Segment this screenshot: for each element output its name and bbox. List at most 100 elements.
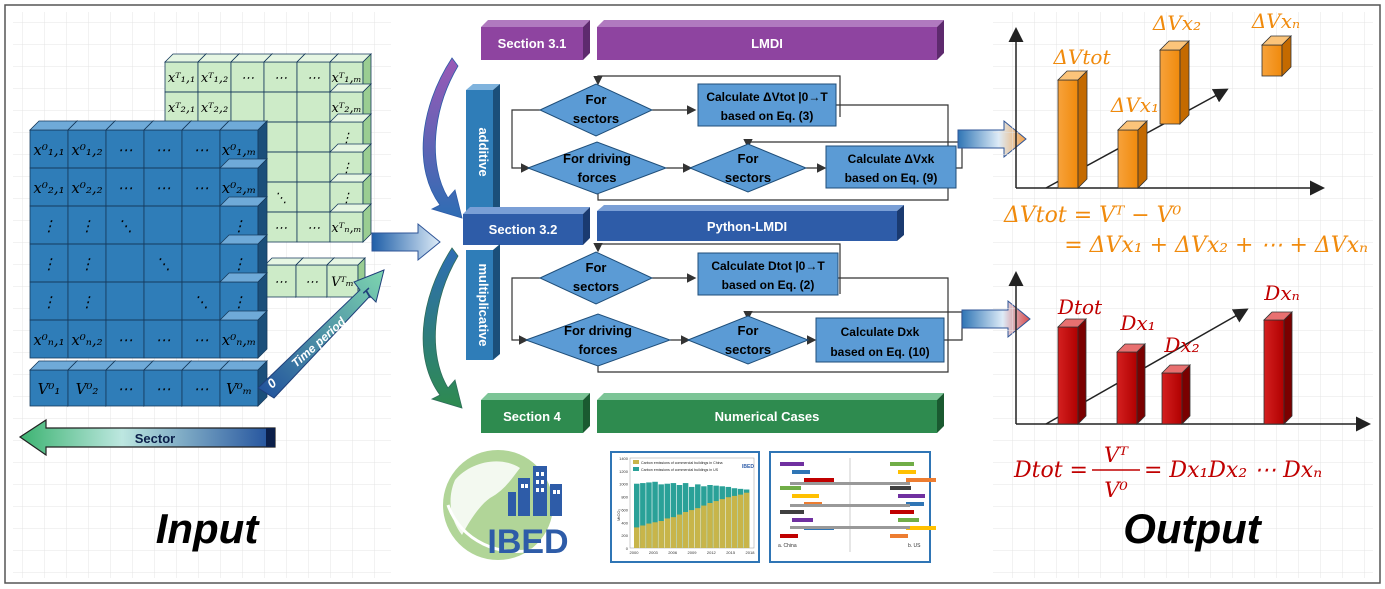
thumb1-bar-china — [652, 522, 658, 548]
thumbnail-decomposition-chart: a. China b. US — [769, 451, 936, 563]
thumb2-block-left — [804, 478, 834, 482]
back-cell-label: xᵀ₁,₁ — [168, 71, 195, 86]
front-cell-label: ⋯ — [118, 179, 133, 197]
section-4-box-side — [583, 393, 590, 433]
front-cell: ⋯ — [181, 319, 221, 359]
front-cell: ⋮ — [67, 281, 107, 321]
top-calc-x-line1: Calculate ΔVxk — [848, 152, 935, 166]
top-calc-x-line2: based on Eq. (9) — [845, 171, 938, 185]
back-cell-label: xᵀ₂,ₘ — [331, 101, 361, 116]
thumb1-legend-swatch — [633, 460, 639, 464]
thumb1-ytick: 800 — [621, 495, 628, 500]
bottom-for-sectors2-line2: sectors — [725, 342, 771, 357]
bottom-bar-xn — [1263, 311, 1293, 425]
top-bar-label-x2: ΔVx₂ — [1152, 11, 1201, 35]
back-cell-front — [296, 211, 331, 243]
front-cell: ⋯ — [105, 319, 145, 359]
thumb2-block-right — [898, 494, 925, 498]
thumb1-ytick: 1000 — [619, 482, 629, 487]
thumb1-legend-label: Carbon emissions of commercial buildings… — [641, 461, 723, 465]
thumb2-block-right — [906, 526, 936, 530]
top-equation-line2: = ΔVx₁ + ΔVx₂ + ⋯ + ΔVxₙ — [1064, 233, 1368, 258]
front-v-cell-label: ⋯ — [194, 380, 209, 398]
front-v-cell-label: ⋯ — [156, 380, 171, 398]
bottom-bar-x2-front — [1161, 372, 1183, 425]
thumb1-bar-china — [737, 494, 744, 548]
thumb2-block-left — [780, 534, 798, 538]
thumb1-bar-china — [670, 517, 677, 548]
back-cell-label: xᵀₙ,ₘ — [331, 221, 361, 236]
bottom-for-sectors-diamond — [538, 251, 654, 305]
front-v-cell-label: V⁰₁ — [38, 380, 61, 398]
front-cell-label: ⋱ — [194, 293, 209, 311]
thumb2-block-left — [780, 462, 804, 466]
thumb2-block-left — [780, 486, 801, 490]
front-v-cell: V⁰ₘ — [219, 360, 268, 407]
multiplicative-curved-arrow — [422, 247, 463, 409]
thumb1-bar-china — [682, 512, 689, 548]
front-v-cell-front — [105, 369, 145, 407]
back-v-cell: Vᵀₘ — [326, 257, 366, 298]
top-flow-connector-left — [511, 109, 540, 173]
bottom-bar-x1 — [1116, 343, 1146, 425]
thumb2-left-label: a. China — [778, 543, 797, 549]
numerical-cases-box-side — [937, 393, 944, 433]
python-lmdi-title: Python-LMDI — [707, 219, 787, 234]
thumb1-xtick: 2015 — [726, 550, 736, 555]
top-bar-label-tot: ΔVtot — [1052, 45, 1111, 69]
back-cell-label: xᵀ₁,₂ — [201, 71, 228, 86]
bottom-calc-x-box — [815, 317, 945, 363]
back-cell-front — [263, 91, 298, 123]
bottom-bar-label-tot: Dtot — [1057, 295, 1103, 319]
back-cell-label: ⋮ — [340, 131, 353, 146]
top-for-driving-line2: forces — [577, 170, 616, 185]
front-cell: ⋮ — [67, 243, 107, 283]
top-bar-xn-front — [1261, 44, 1283, 77]
python-lmdi-box-side — [897, 205, 904, 241]
multiplicative-bar-side — [493, 244, 500, 360]
thumb1-legend-label: Carbon emissions of commercial buildings… — [641, 468, 719, 472]
bottom-calc-tot-box — [697, 252, 839, 296]
front-cell-label: ⋯ — [156, 179, 171, 197]
top-for-driving-line1: For driving — [563, 151, 631, 166]
top-equation-line1: ΔVtot = Vᵀ − V⁰ — [1003, 203, 1182, 228]
front-cell: x⁰ₙ,ₘ — [219, 310, 268, 359]
sector-arrow: Sector — [18, 418, 276, 457]
bottom-for-sectors-line2: sectors — [573, 279, 619, 294]
front-cell-label: x⁰₁,₂ — [71, 141, 102, 159]
front-cell-front — [67, 129, 107, 169]
top-bar-x2-side — [1179, 40, 1190, 125]
front-cell-front — [143, 129, 183, 169]
front-v-cell-front — [181, 369, 221, 407]
front-cell-label: ⋱ — [156, 255, 171, 273]
lmdi-box-top — [597, 20, 944, 27]
front-cell: x⁰₂,₁ — [29, 167, 69, 207]
section-3-2-label: Section 3.2 — [489, 222, 558, 237]
front-cell — [143, 205, 183, 245]
back-cell-front — [296, 121, 331, 153]
front-cell-front — [219, 319, 259, 359]
front-cell-label: x⁰ₙ,ₘ — [222, 331, 257, 349]
bottom-calc-x-line2: based on Eq. (10) — [830, 345, 929, 359]
thumb1-bar-china — [640, 525, 646, 548]
lmdi-box-side — [937, 20, 944, 60]
thumb1-bar-china — [658, 521, 664, 548]
bottom-for-sectors-line1: For — [586, 260, 607, 275]
back-cell-side — [362, 203, 372, 243]
front-cell: x⁰₂,₂ — [67, 167, 107, 207]
multiplicative-flowchart: For sectors Calculate Dtot |0→T based on… — [511, 242, 963, 373]
top-bar-xn-side — [1281, 35, 1292, 77]
bottom-equation-lhs: Dtot = — [1013, 458, 1088, 483]
back-v-cell-label: ⋯ — [274, 275, 287, 290]
multiplicative-label: multiplicative — [476, 263, 491, 346]
top-for-sectors-line2: sectors — [573, 111, 619, 126]
thumb1-legend-swatch — [633, 467, 639, 471]
front-cell: ⋮ — [29, 281, 69, 321]
front-cell-front — [67, 243, 107, 283]
front-cell: ⋱ — [181, 281, 221, 321]
section-3-2-box-top — [463, 207, 590, 214]
thumb1-bar-china — [634, 527, 640, 548]
ibed-globe-continent — [450, 461, 520, 535]
